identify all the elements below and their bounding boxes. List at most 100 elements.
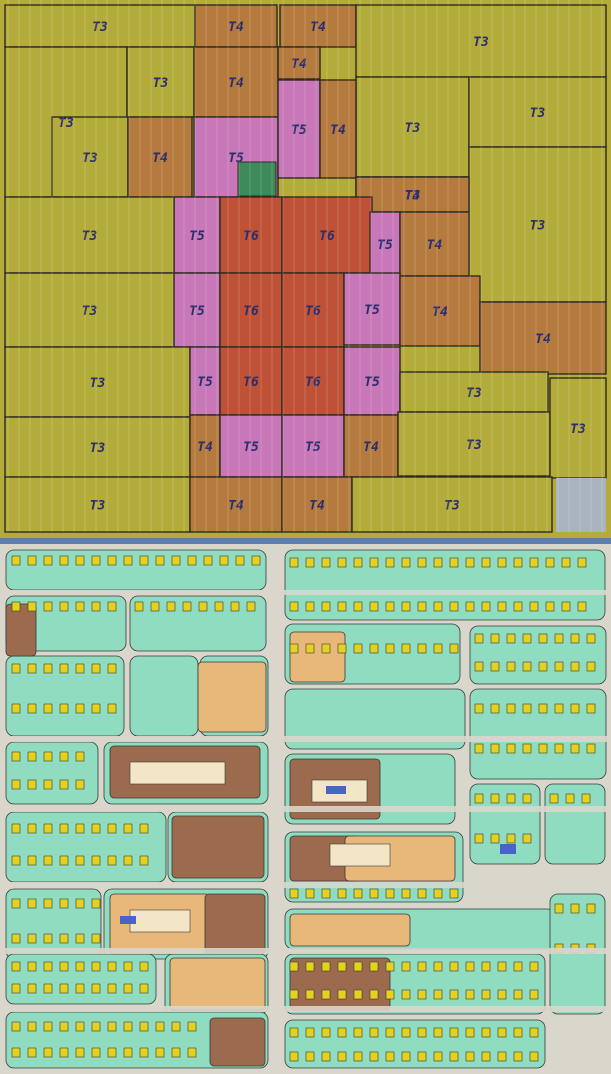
zone-block-t5 [277,79,321,179]
zone-label: T4 [197,440,213,455]
zone-label: T3 [92,20,108,35]
pool [326,786,346,794]
zone-label: T4 [228,20,244,35]
street [0,590,611,595]
zone-label: T4 [228,76,244,91]
zone-block-t3 [4,4,196,48]
civic-building [204,893,266,955]
zone-block-t3 [4,272,175,348]
zone-block-t4 [281,476,353,533]
zone-blocks [0,0,611,540]
plaza [329,843,391,867]
zone-block-t4 [319,79,357,179]
zone-label: T3 [90,441,106,456]
zone-label: T4 [152,151,168,166]
zone-label: T3 [444,499,460,514]
civic-building [289,631,346,683]
zone-label: T4 [330,123,346,138]
zone-block-t3 [468,76,607,148]
zone-label: T3 [570,422,586,437]
zone-label: T4 [291,57,307,72]
zone-label: T6 [243,229,259,244]
zone-label: T5 [377,238,393,253]
lawn-block [5,741,99,805]
street [0,948,611,954]
zone-block-t4 [279,4,357,48]
zone-block-t3 [4,196,175,274]
lawn-block [284,688,466,750]
zone-label: T4 [432,305,448,320]
zone-label: T3 [90,376,106,391]
zone-label: T5 [305,440,321,455]
zone-block-t4 [194,4,278,48]
zone-label: T5 [189,229,205,244]
lawn-block [284,1019,546,1069]
zone-label: T3 [473,35,489,50]
zone-block-t5 [173,272,221,348]
lawn-block [129,655,199,737]
zone-label: T5 [291,123,307,138]
zone-block-t4 [127,116,193,198]
civic-building [169,957,266,1011]
plaza [129,909,191,933]
zone-label: T5 [364,303,380,318]
texture-lines [7,0,603,532]
civic-building [197,661,267,733]
zone-label: T3 [405,121,421,136]
zone-label: T3 [82,151,98,166]
pool [500,844,516,854]
zone-block-t3 [397,411,551,477]
zone-label: T3 [82,304,98,319]
zone-label: T3 [530,106,546,121]
zone-block-t6 [281,196,373,274]
zone-label: T6 [305,375,321,390]
civic-building [209,1017,266,1067]
street [0,882,611,888]
zone-block-t4 [189,476,283,533]
zone-label: T4 [405,189,421,204]
open-space-square [237,161,277,197]
lawn-block [5,953,157,1005]
civic-building [5,603,37,657]
zone-label: T3 [82,229,98,244]
zone-block-t4 [277,46,321,80]
zone-label: T4 [228,499,244,514]
zone-block-t3 [468,146,607,303]
lawn-block [469,625,607,685]
zone-block-t3 [4,416,191,478]
zone-block-t4 [189,414,221,478]
zone-label: T6 [243,304,259,319]
zone-label: T4 [363,440,379,455]
zone-label: T3 [153,76,169,91]
zone-label: T3 [466,438,482,453]
map-divider [0,538,611,544]
civic-building [171,815,265,879]
lawn-block [129,595,267,652]
lawn-block [469,783,541,865]
civic-building [289,913,411,947]
zone-label: T4 [427,238,443,253]
zone-label: T5 [243,440,259,455]
zone-block-t3 [351,476,553,533]
zone-label: T5 [228,151,244,166]
lawn-block [5,811,167,883]
blank-corner [556,478,606,532]
zone-block-t3 [549,377,607,479]
plaza [129,761,226,785]
neighborhood-site-plan [0,544,611,1074]
zone-block-t4 [479,301,607,375]
zone-label: T4 [535,332,551,347]
zone-block-t5 [281,414,345,478]
zone-label: T6 [305,304,321,319]
houses [11,555,596,1062]
zone-block-t3 [4,476,191,533]
zone-label: T6 [319,229,335,244]
zone-block-t4 [355,176,470,213]
zone-label: T6 [243,375,259,390]
zone-label: T4 [310,20,326,35]
zone-label: T3 [90,499,106,514]
zone-label: T4 [309,499,325,514]
